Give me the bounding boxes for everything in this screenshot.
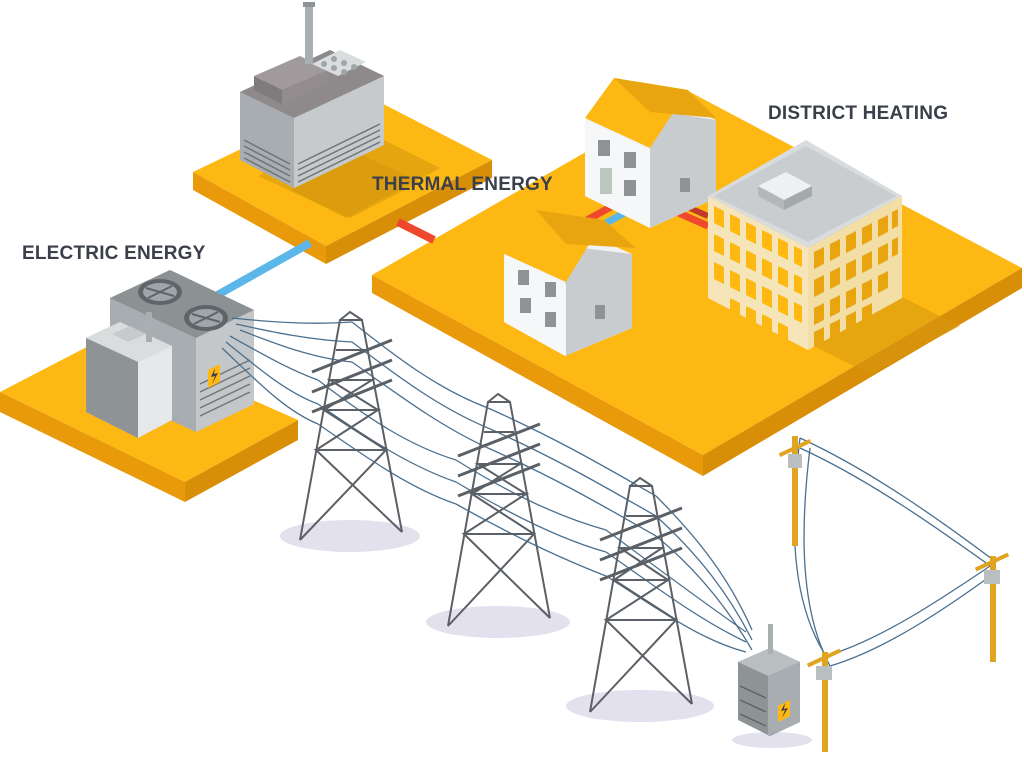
lightning-icon — [208, 364, 220, 388]
fan-icon — [138, 279, 228, 331]
district-heating-label: DISTRICT HEATING — [768, 103, 948, 124]
apartment-building — [708, 140, 960, 374]
utility-pole-1 — [778, 436, 812, 546]
transformer — [732, 624, 812, 748]
electric-plant — [86, 270, 254, 438]
pylon-1 — [280, 310, 420, 552]
house-front — [500, 210, 636, 356]
utility-pole-2 — [974, 552, 1010, 662]
electric-energy-label: ELECTRIC ENERGY — [22, 243, 206, 264]
thermal-energy-label: THERMAL ENERGY — [372, 174, 553, 195]
thermal-pipe — [396, 218, 436, 244]
distribution-wires — [793, 437, 997, 667]
transmission-wires — [221, 317, 753, 653]
power-plant — [240, 2, 440, 218]
pylon-2 — [426, 392, 570, 638]
electric-pipe — [203, 239, 312, 306]
house-back — [585, 78, 716, 228]
pylon-3 — [566, 476, 714, 722]
utility-pole-3 — [806, 648, 842, 752]
